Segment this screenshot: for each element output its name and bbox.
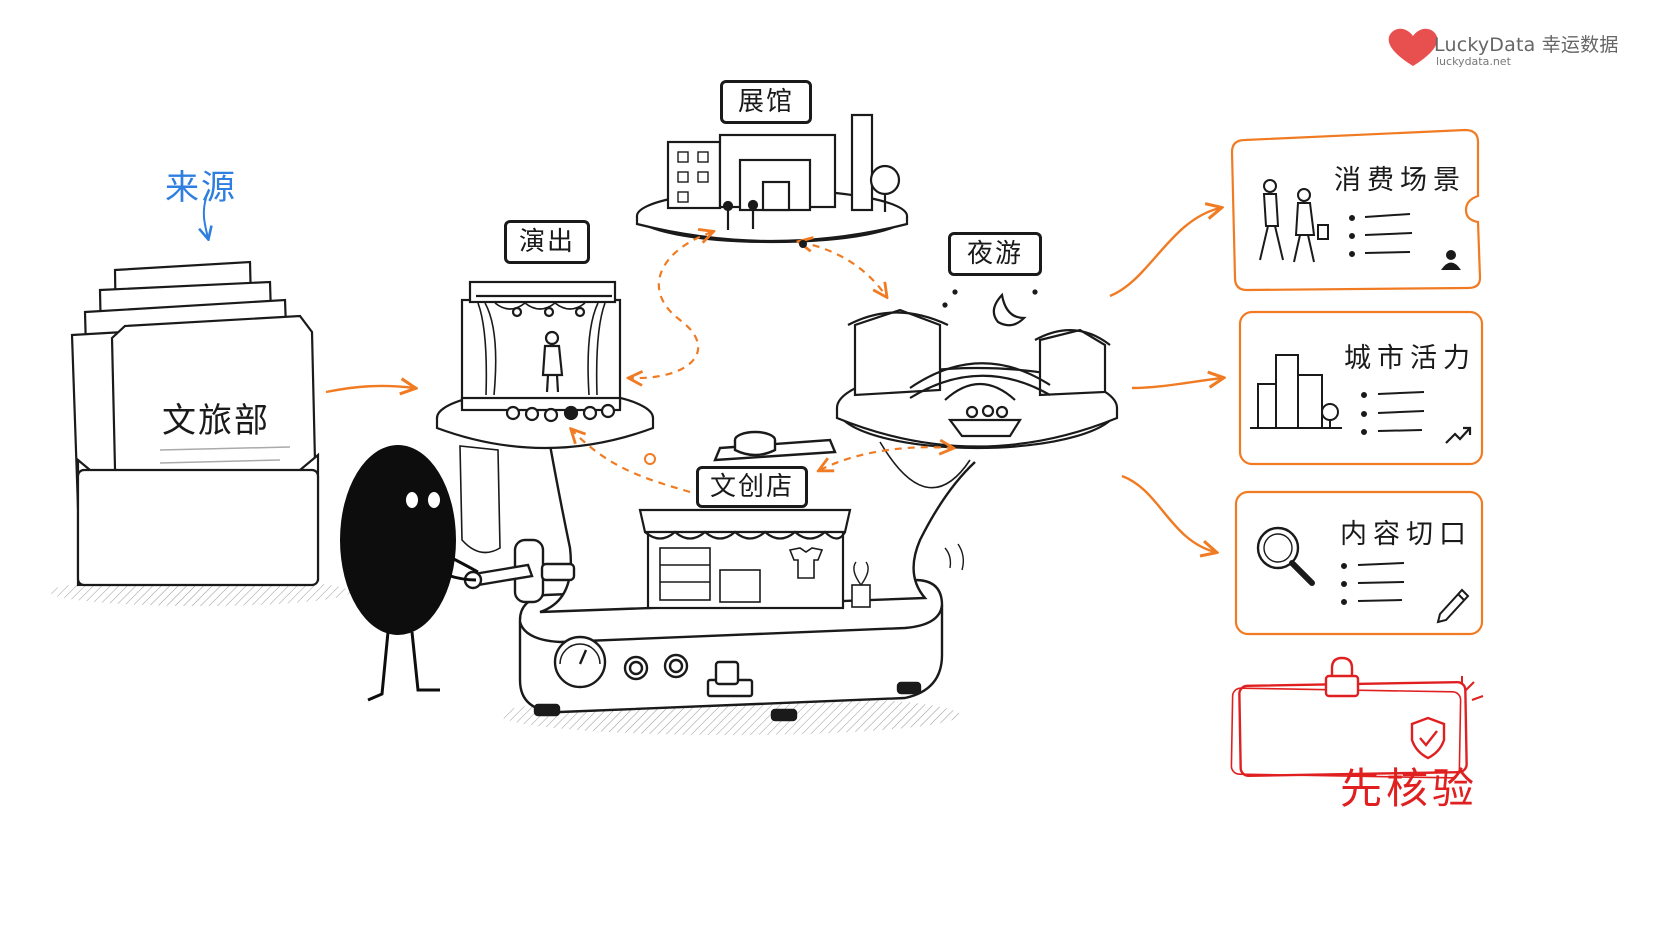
stamp-spark-icon — [1461, 676, 1484, 701]
card-title-city-vitality: 城市活力 — [1344, 343, 1476, 374]
input-arrow — [325, 386, 414, 392]
lock-icon — [1324, 656, 1360, 698]
search-icon — [1256, 526, 1315, 586]
sign-creative-shop: 文创店 — [696, 466, 808, 508]
brand-name: LuckyData 幸运数据 — [1434, 34, 1619, 56]
sign-performance: 演出 — [504, 220, 590, 264]
card-title-consumption: 消费场景 — [1334, 165, 1466, 196]
creative-shop — [638, 508, 871, 610]
output-card-content-angle — [1234, 490, 1484, 636]
trend-up-icon — [1445, 426, 1472, 444]
source-label: 来源 — [165, 168, 237, 208]
brand-heart-icon — [1388, 28, 1438, 66]
user-icon — [1441, 250, 1461, 270]
brand-url: luckydata.net — [1436, 55, 1511, 68]
card-title-content-angle: 内容切口 — [1340, 519, 1472, 550]
city-skyline-icon — [1250, 354, 1342, 429]
source-arrow — [204, 197, 208, 238]
exhibition-platform — [635, 113, 909, 244]
card1-list-lines — [1349, 213, 1413, 257]
people-shopping-icon — [1259, 179, 1329, 263]
card2-list-lines — [1361, 391, 1425, 435]
machine-crank — [463, 538, 576, 604]
sign-exhibition: 展馆 — [720, 80, 812, 124]
platform-links — [572, 232, 952, 494]
machine-base — [500, 578, 960, 735]
output-card-consumption — [1230, 128, 1482, 292]
character-blob — [340, 445, 479, 702]
folder-box-illustration — [50, 260, 350, 606]
verify-label: 先核验 — [1340, 764, 1479, 813]
sign-night-tour: 夜游 — [948, 232, 1042, 276]
shield-check-icon — [1410, 716, 1446, 760]
folder-title: 文旅部 — [162, 401, 270, 441]
pencil-icon — [1436, 588, 1470, 624]
stage-platform — [435, 280, 655, 554]
night-tour-platform — [835, 289, 1119, 489]
card3-list-lines — [1341, 562, 1405, 605]
output-arrows — [1109, 208, 1222, 552]
